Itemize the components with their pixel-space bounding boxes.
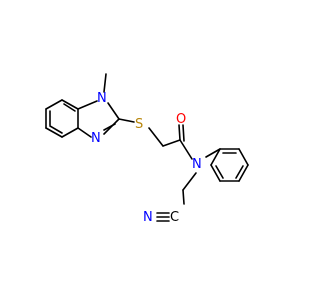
atom-n-methyl: N	[97, 91, 107, 106]
atom-n-amide: N	[192, 157, 202, 172]
bond	[107, 102, 120, 120]
bond-n-ch2	[182, 172, 197, 191]
bond	[45, 99, 63, 110]
bond-carbonyl-n	[179, 139, 193, 160]
bond	[77, 127, 92, 138]
bond-c2-s	[118, 118, 135, 123]
bond-c-o	[178, 124, 181, 141]
bond-n-phenyl	[205, 148, 221, 158]
bond-double-inner	[49, 125, 63, 134]
bond-double-inner	[215, 165, 224, 179]
bond-double-inner	[63, 103, 76, 112]
bond-c-o-double	[182, 124, 185, 142]
bond	[45, 127, 63, 138]
structure-svg: N N S O N N C	[45, 73, 249, 225]
bond-double-inner	[235, 165, 244, 179]
nitrile-triple-bond	[156, 212, 170, 222]
imidazole-ring	[77, 100, 120, 138]
bond-double-inner	[103, 123, 116, 131]
phenyl-ring	[210, 148, 249, 182]
bond	[210, 148, 221, 166]
benzimidazole-benzene-ring	[45, 99, 79, 138]
molecule-structure-diagram: N N S O N N C	[45, 73, 249, 225]
atom-oxygen: O	[176, 112, 186, 127]
atom-c-nitrile: C	[170, 210, 179, 225]
bond-n-methyl	[103, 73, 107, 93]
bond	[61, 127, 79, 138]
bond-s-ch2	[148, 127, 164, 147]
atom-sulfur: S	[135, 117, 143, 132]
bond	[238, 164, 249, 182]
bond	[238, 148, 249, 166]
atom-n-ring: N	[91, 131, 101, 146]
bond	[210, 164, 221, 182]
bond-ch2-cn	[182, 189, 185, 205]
bond-ch2-carbonyl	[162, 139, 181, 147]
bond	[61, 99, 79, 110]
bond	[77, 100, 98, 110]
atom-n-nitrile: N	[143, 210, 153, 225]
